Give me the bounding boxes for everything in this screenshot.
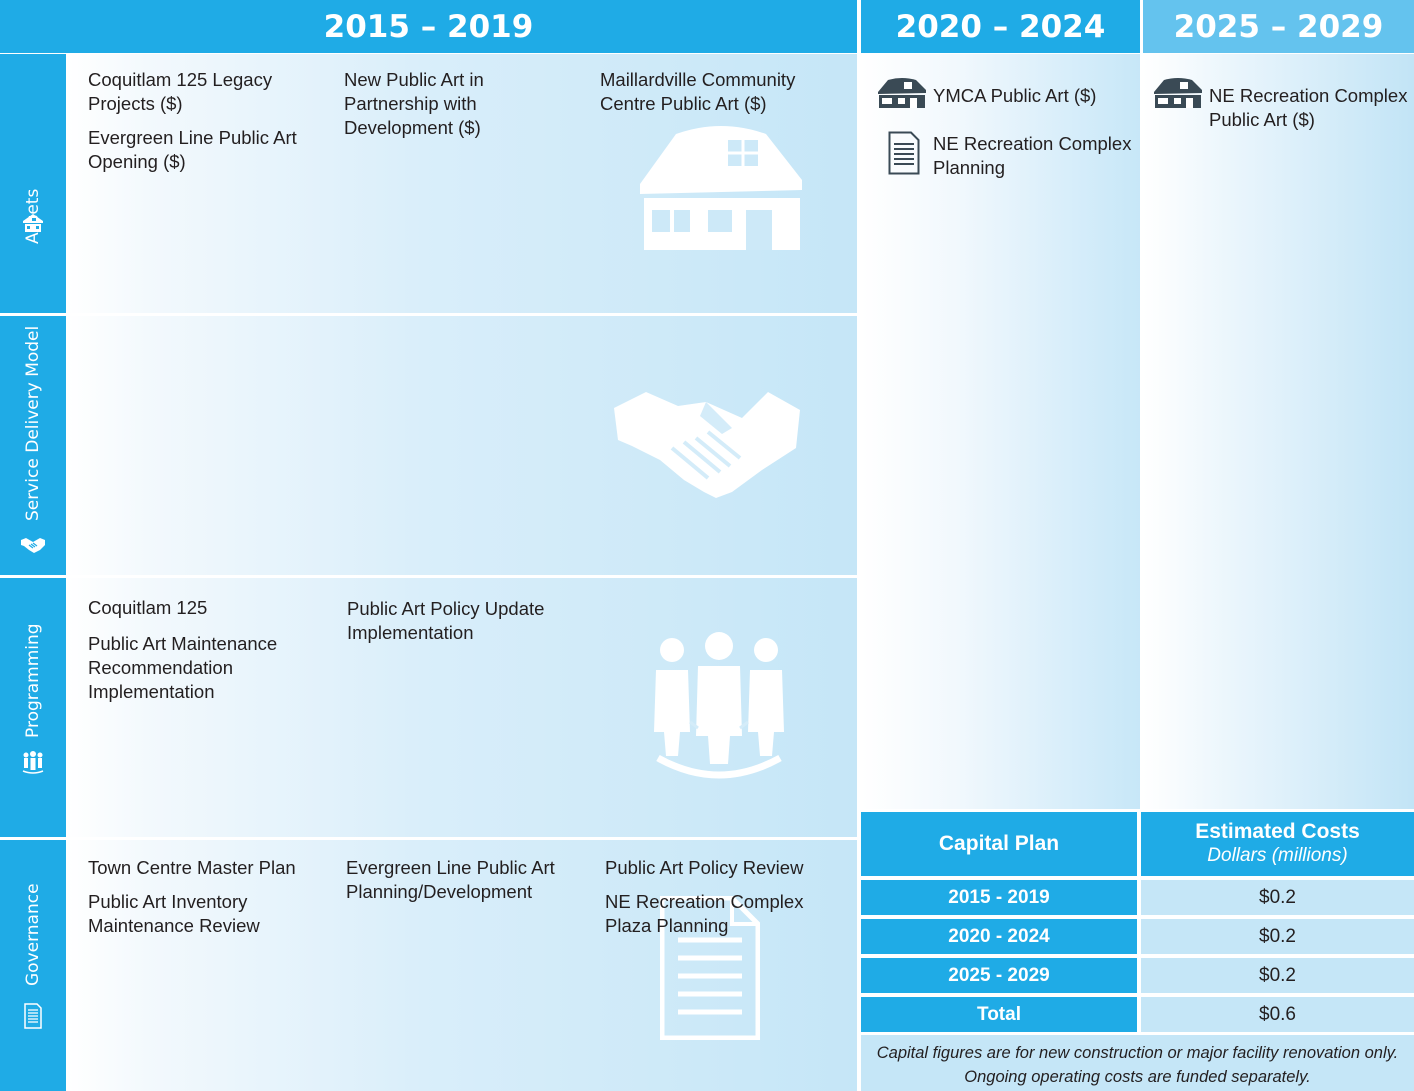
programming-item-coquitlam-125: Coquitlam 125 <box>88 597 208 618</box>
assets-item-evergreen-opening: Evergreen Line Public Art Opening ($) <box>88 127 297 172</box>
row-label-governance-text: Governance <box>23 883 43 986</box>
programming-item-maintenance-implementation: Public Art Maintenance Recommendation Im… <box>88 633 278 702</box>
estimated-costs-header: Estimated Costs Dollars (millions) <box>1141 812 1414 876</box>
document-icon <box>660 896 760 1040</box>
row-label-service-delivery-text: Service Delivery Model <box>23 325 43 521</box>
people-icon <box>654 632 784 779</box>
capital-row-label: 2025 - 2029 <box>861 958 1137 993</box>
handshake-icon <box>614 392 800 498</box>
governance-item-policy-review: Public Art Policy Review <box>605 857 804 878</box>
row-label-assets: Assets <box>0 54 66 313</box>
capital-note: Capital figures are for new construction… <box>861 1035 1414 1091</box>
capital-plan-header: Capital Plan <box>861 812 1137 876</box>
capital-total-value: $0.6 <box>1141 997 1414 1032</box>
document-icon <box>888 131 920 175</box>
capital-total-label: Total <box>861 997 1137 1032</box>
row-label-governance: Governance <box>0 840 66 1091</box>
capital-row-value: $0.2 <box>1141 958 1414 993</box>
header-2015-2019-label: 2015 – 2019 <box>323 8 534 45</box>
governance-item-inventory-review: Public Art Inventory Maintenance Review <box>88 891 260 936</box>
building-icon <box>23 214 43 232</box>
capital-plan-header-label: Capital Plan <box>938 832 1060 855</box>
governance-item-town-centre: Town Centre Master Plan <box>88 857 296 878</box>
row-label-service-delivery: Service Delivery Model <box>0 316 66 575</box>
document-icon <box>24 1003 42 1029</box>
header-2025-2029: 2025 – 2029 <box>1143 0 1414 53</box>
assets-item-legacy-projects: Coquitlam 125 Legacy Projects ($) <box>88 69 273 114</box>
period3-item-ne-public-art: NE Recreation Complex Public Art ($) <box>1209 85 1408 130</box>
capital-row-label: 2020 - 2024 <box>861 919 1137 954</box>
period-2020-2024-column <box>861 54 1140 809</box>
header-2020-2024: 2020 – 2024 <box>861 0 1140 53</box>
governance-item-plaza-planning: NE Recreation Complex Plaza Planning <box>605 891 804 936</box>
header-2015-2019: 2015 – 2019 <box>0 0 857 53</box>
period-2025-2029-column <box>1143 54 1414 809</box>
building-icon <box>1154 78 1202 108</box>
header-2020-2024-label: 2020 – 2024 <box>895 8 1106 45</box>
programming-item-policy-update: Public Art Policy Update Implementation <box>347 598 545 643</box>
row-label-programming: Programming <box>0 578 66 837</box>
period2-item-ne-planning: NE Recreation Complex Planning <box>933 133 1132 178</box>
handshake-icon <box>21 538 45 553</box>
header-2025-2029-label: 2025 – 2029 <box>1173 8 1384 45</box>
capital-row-value: $0.2 <box>1141 880 1414 915</box>
building-icon <box>640 126 802 250</box>
building-icon <box>878 78 926 108</box>
row-label-programming-text: Programming <box>23 623 43 738</box>
estimated-costs-label: Estimated Costs <box>1195 820 1360 843</box>
capital-row-label: 2015 - 2019 <box>861 880 1137 915</box>
capital-row-value: $0.2 <box>1141 919 1414 954</box>
governance-band <box>67 840 857 1091</box>
people-icon <box>22 751 44 774</box>
period2-item-ymca: YMCA Public Art ($) <box>933 85 1097 106</box>
assets-item-new-public-art: New Public Art in Partnership with Devel… <box>344 69 484 138</box>
governance-item-evergreen-planning: Evergreen Line Public Art Planning/Devel… <box>346 857 555 902</box>
assets-item-maillardville: Maillardville Community Centre Public Ar… <box>600 69 796 114</box>
estimated-costs-sublabel: Dollars (millions) <box>1207 845 1348 866</box>
